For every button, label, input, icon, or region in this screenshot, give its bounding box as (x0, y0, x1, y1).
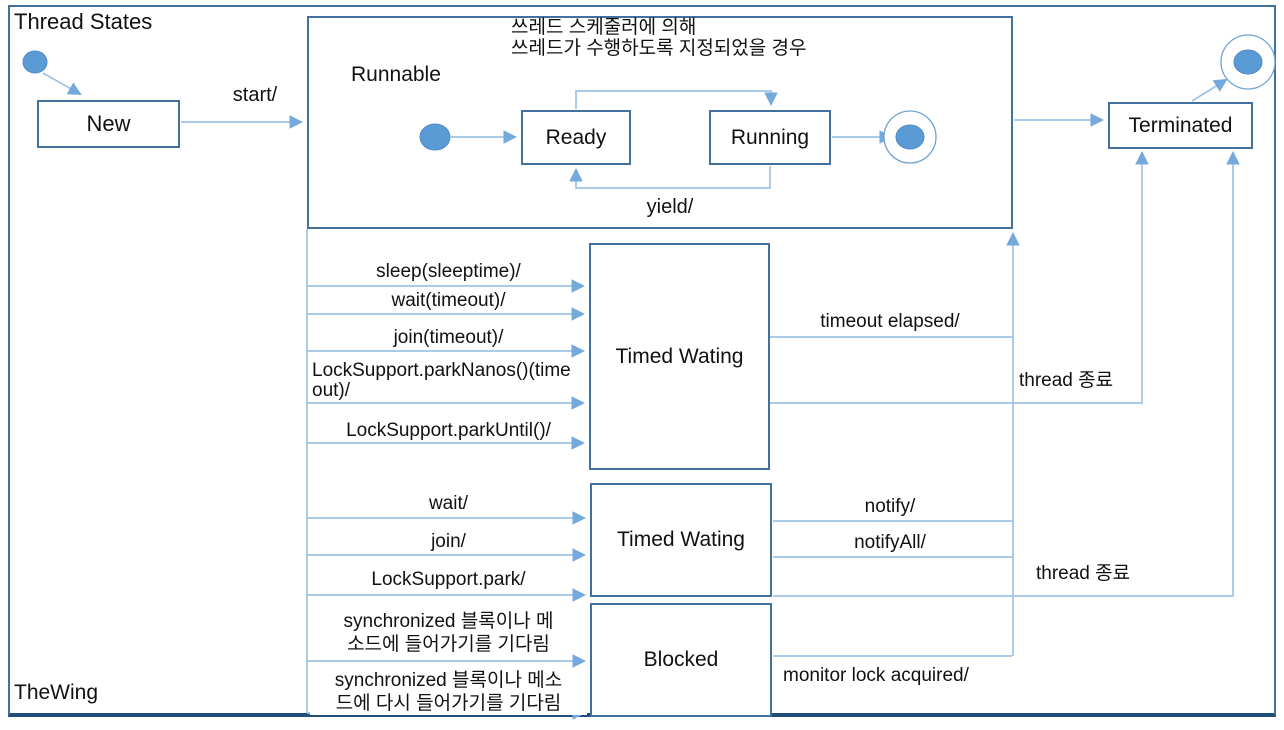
label-notify: notify/ (864, 496, 916, 517)
initial-state-node (22, 50, 48, 74)
state-terminated: Terminated (1108, 102, 1253, 149)
label-yield: yield/ (646, 196, 694, 218)
runnable-title: Runnable (351, 63, 441, 86)
label-notifyall: notifyAll/ (854, 532, 926, 553)
final-state-node (1220, 34, 1276, 90)
label-join-timeout: join(timeout)/ (393, 327, 504, 348)
label-thread-end-1: thread 종료 (1019, 370, 1114, 391)
label-park: LockSupport.park/ (371, 569, 526, 590)
state-blocked: Blocked (590, 603, 772, 717)
label-park-nanos: LockSupport.parkNanos()(timeout)/ (312, 360, 571, 401)
state-terminated-label: Terminated (1128, 113, 1233, 137)
runnable-initial-state-node (419, 123, 451, 151)
edge-ready-to-running (575, 90, 778, 109)
label-sync-reenter: synchronized 블록이나 메소 드에 다시 들어가기를 기다림 (310, 669, 587, 715)
edge-terminated-to-final (1191, 78, 1228, 102)
label-join: join/ (431, 531, 466, 552)
state-runnable-container (307, 16, 1013, 229)
state-ready-label: Ready (545, 125, 607, 149)
page-title: Thread States (14, 9, 153, 34)
label-wait-timeout: wait(timeout)/ (391, 290, 506, 311)
state-new: New (37, 100, 180, 148)
state-new-label: New (86, 111, 131, 136)
runnable-final-state-node (883, 110, 937, 164)
label-start: start/ (232, 84, 278, 106)
state-running: Running (709, 110, 831, 165)
label-timeout-elapsed: timeout elapsed/ (820, 311, 960, 332)
edge-running-to-ready-yield (569, 166, 771, 189)
edge-thread-end-2 (773, 150, 1240, 597)
state-timed-waiting-2-label: Timed Wating (617, 528, 745, 551)
label-thread-end-2: thread 종료 (1036, 563, 1131, 584)
edge-initial-to-new (42, 72, 82, 96)
state-running-label: Running (730, 125, 810, 149)
label-wait: wait/ (428, 493, 469, 514)
state-timed-waiting-1: Timed Wating (589, 243, 770, 470)
credit-text: TheWing (14, 681, 99, 704)
state-blocked-label: Blocked (643, 648, 719, 671)
label-sleep: sleep(sleeptime)/ (376, 261, 521, 282)
label-sync-enter: synchronized 블록이나 메 소드에 들어가기를 기다림 (343, 611, 554, 655)
state-timed-waiting-2: Timed Wating (590, 483, 772, 597)
edge-thread-end-1 (770, 150, 1149, 404)
scheduler-note: 쓰레드 스케줄러에 의해 쓰레드가 수행하도록 지정되었을 경우 (511, 17, 807, 59)
state-ready: Ready (521, 110, 631, 165)
label-park-until: LockSupport.parkUntil()/ (346, 420, 551, 441)
state-timed-waiting-1-label: Timed Wating (615, 344, 744, 368)
label-monitor-lock: monitor lock acquired/ (783, 665, 969, 686)
